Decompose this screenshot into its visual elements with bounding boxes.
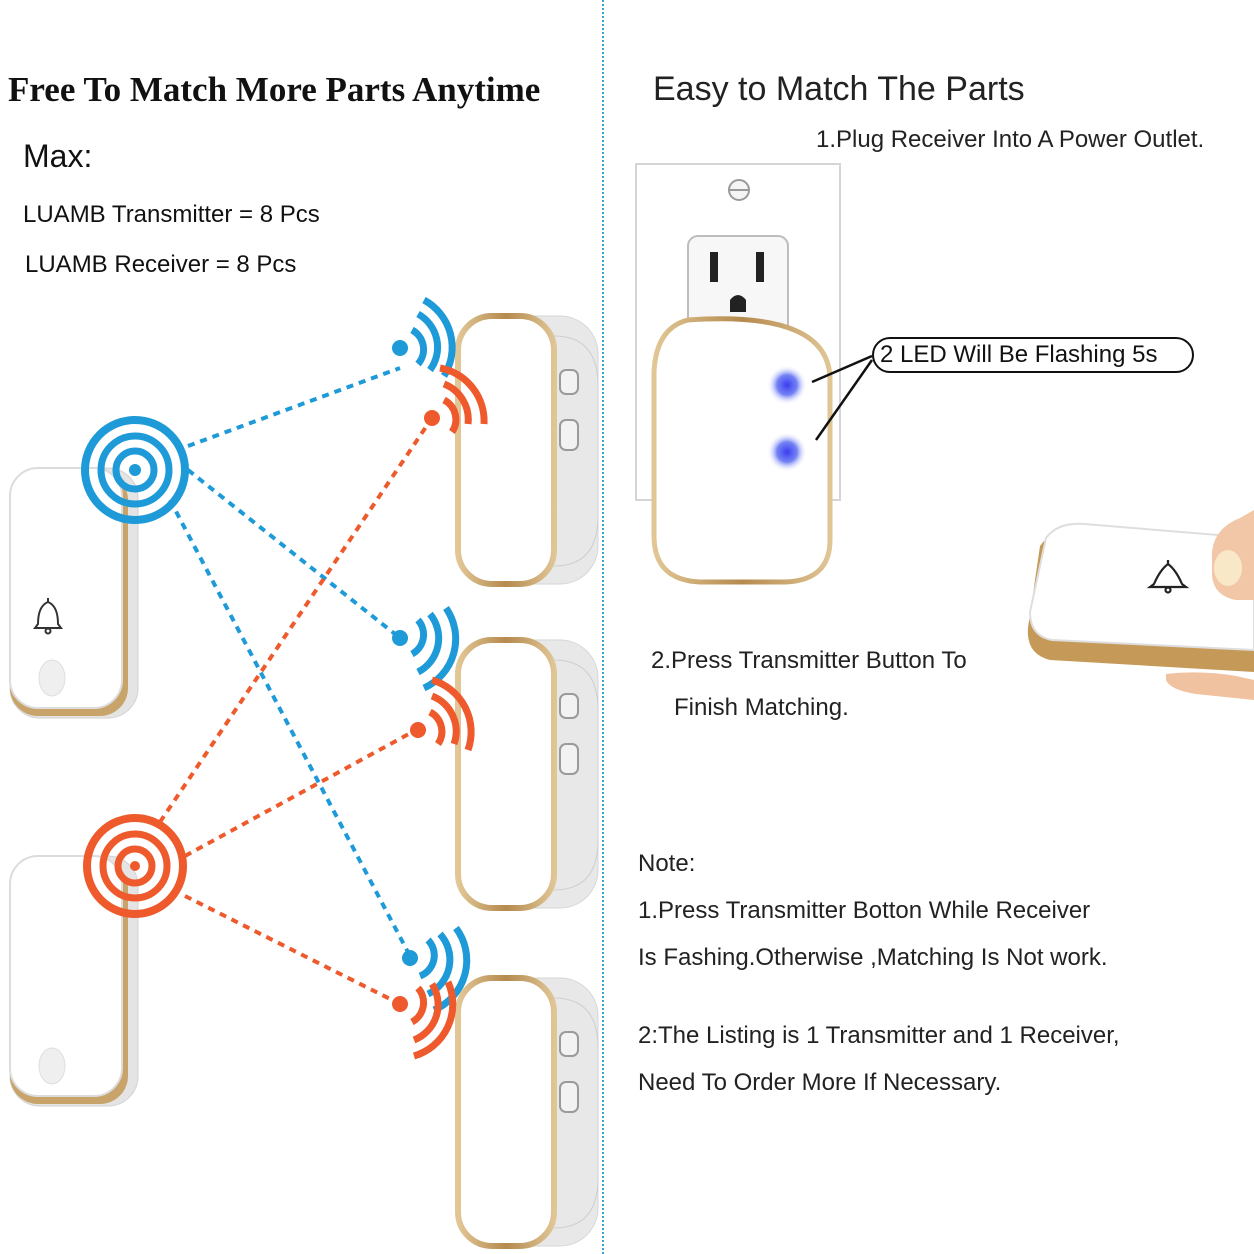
receiver-3 [458,978,598,1246]
transmitter-1 [9,467,139,719]
left-title: Free To Match More Parts Anytime [8,70,541,109]
orange-line-1 [158,416,434,824]
bell-icon [33,598,63,635]
led-1 [767,365,807,405]
blue-signal-waves-icon-2 [392,606,460,692]
blue-line-2 [186,468,402,640]
hand-icon [1166,510,1254,700]
bell-icon [1146,560,1190,594]
receiver-2 [458,640,598,908]
note2-line1: 2:The Listing is 1 Transmitter and 1 Rec… [638,1022,1120,1049]
orange-line-3 [184,894,401,1006]
center-divider [602,0,604,1254]
callout-pointer [811,354,874,441]
led-callout: 2 LED Will Be Flashing 5s [872,337,1194,373]
blue-line-1 [187,366,401,448]
plugged-receiver [651,316,833,585]
note1-line2: Is Fashing.Otherwise ,Matching Is Not wo… [638,944,1108,971]
note-label: Note: [638,850,696,877]
note1-line1: 1.Press Transmitter Botton While Receive… [638,897,1091,924]
led-2 [767,432,807,472]
step2-line2: Finish Matching. [674,694,849,721]
signal-lines [158,366,434,1006]
blue-target-rings-icon [81,416,189,524]
max-label: Max: [23,138,93,174]
orange-signal-waves-icon-1 [424,364,488,434]
receiver-spec: LUAMB Receiver = 8 Pcs [25,251,297,278]
transmitter-spec: LUAMB Transmitter = 8 Pcs [23,201,320,228]
hand-transmitter [1027,510,1254,700]
note2-line2: Need To Order More If Necessary. [638,1069,1002,1096]
orange-line-2 [184,728,417,858]
orange-signal-waves-icon-3 [392,980,457,1060]
blue-line-3 [168,499,412,957]
step1-text: 1.Plug Receiver Into A Power Outlet. [816,126,1205,153]
receiver-1 [458,316,598,584]
right-title: Easy to Match The Parts [653,70,1025,108]
step2-line1: 2.Press Transmitter Button To [651,647,967,674]
orange-signal-waves-icon-2 [410,676,475,752]
blue-signal-waves-icon-1 [392,296,456,378]
orange-target-rings-icon [83,814,187,918]
